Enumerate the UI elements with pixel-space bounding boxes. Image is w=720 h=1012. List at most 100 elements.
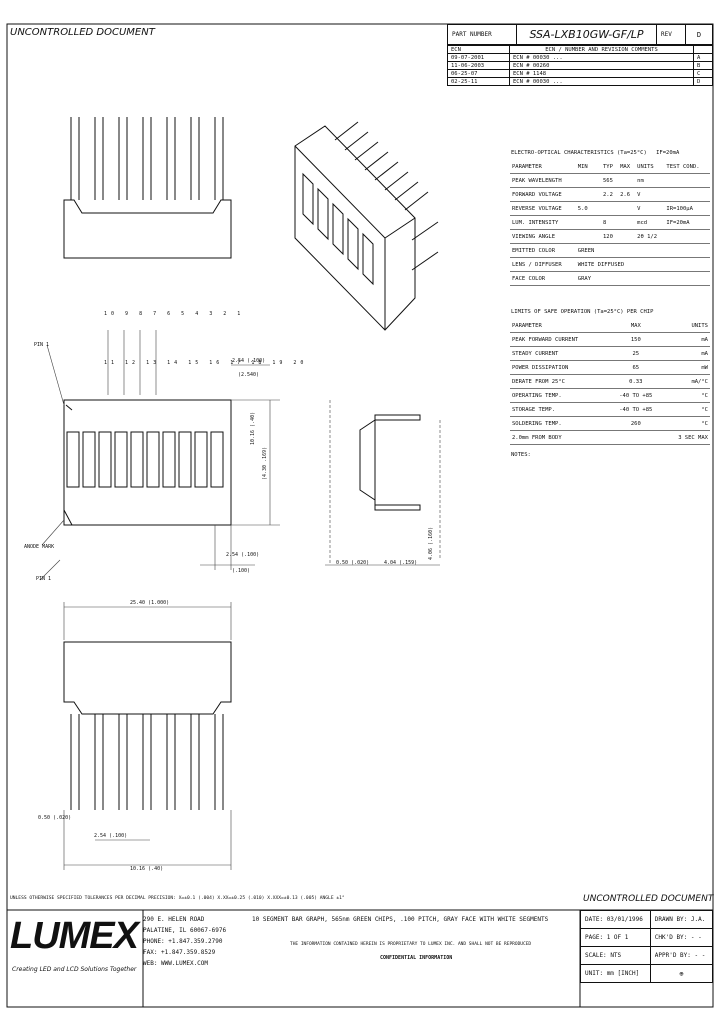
pin-label: 19 [272,360,287,366]
pin-label: 15 [188,360,203,366]
dim-lead-length: 4.06 (.160) [428,526,434,560]
dim-pitch-inch: (2.540) [238,372,260,378]
part-description: 10 SEGMENT BAR GRAPH, 565nm GREEN CHIPS,… [252,916,549,923]
header-cell: PARAMETER [510,319,610,333]
cell: 5.0 [575,201,601,216]
dim-pitch: 2.54 (.100) [232,358,266,364]
isometric-view [294,121,439,331]
cell: 150 [609,332,663,347]
cell: FORWARD VOLTAGE [510,187,576,202]
dim-span: 10.16 (.40) [130,866,164,872]
pin-label: 6 [167,311,175,317]
electrical-title: ELECTRO-OPTICAL CHARACTERISTICS (Ta=25°C… [511,150,679,156]
sheet-border [6,23,714,1008]
dim-offset-inch: (.100) [232,568,251,574]
rev-label: REV [656,24,686,45]
pin-label: 17 [230,360,245,366]
pin-label: 18 [251,360,266,366]
ratings-header-row: PARAMETER MAX UNITS [510,319,710,333]
pin-label: 5 [181,311,189,317]
header-cell: UNITS [662,319,710,333]
dim-height: 10.16 (.40) [250,411,256,445]
electrical-table: PARAMETER MIN TYP MAX UNITS TEST COND. P… [510,160,710,286]
dim-depth: 4.04 (.159) [384,560,418,566]
tolerance-note: UNLESS OTHERWISE SPECIFIED TOLERANCES PE… [10,896,345,901]
cell: 2.6 [618,187,636,202]
cell: °C [662,402,710,417]
rev-cell: ECN # 1148 [509,69,694,78]
address-line: PALATINE, IL 60067-6976 [143,927,227,934]
rev-header-letter [693,45,713,54]
cell [575,187,601,202]
pin-label: 14 [167,360,182,366]
part-number: SSA-LXB10GW-GF/LP [516,24,657,45]
unit-label: UNIT: [585,970,604,977]
date-cell: DATE: 03/01/1996 [580,910,651,929]
cell: LENS / DIFFUSER [510,257,576,272]
uncontrolled-label-top: UNCONTROLLED DOCUMENT [10,27,155,38]
ratings-table: PARAMETER MAX UNITS PEAK FORWARD CURRENT… [510,319,710,445]
address-line: WEB: WWW.LUMEX.COM [143,960,209,967]
address-line: FAX: +1.847.359.8529 [143,949,216,956]
pin-label: 12 [125,360,140,366]
table-row: 2.0mm FROM BODY 3 SEC MAX [510,430,710,445]
cell: SOLDERING TEMP. [510,416,610,431]
drawn-cell: DRAWN BY: J.A. [649,910,714,929]
cell [635,243,665,258]
cell: 2θ 1/2 [635,229,665,244]
header-cell: TYP [601,160,619,174]
part-number-label: PART NUMBER [447,24,517,45]
cell: WHITE DIFFUSED [575,257,710,272]
cell: 2.2 [601,187,619,202]
scale-label: SCALE: [585,952,607,959]
dim-offset: 2.54 (.100) [226,552,260,558]
cell: REVERSE VOLTAGE [510,201,576,216]
side-view-top [63,117,232,259]
cell: V [635,201,665,216]
cell: STORAGE TEMP. [510,402,610,417]
cell: 3 SEC MAX [662,430,710,445]
address-block: 290 E. HELEN ROAD PALATINE, IL 60067-697… [143,914,226,969]
address-line: PHONE: +1.847.359.2790 [143,938,223,945]
checked-label: CHK'D BY: [654,934,688,941]
drawn-value: J.A. [690,916,706,923]
title-block: DATE: 03/01/1996 DRAWN BY: J.A. PAGE: 1 … [580,910,714,983]
dim-lead-thick: 0.50 (.020) [38,815,72,821]
header-cell: TEST COND. [664,160,710,174]
revision-row: 11-06-2003 ECN # 00260 B [447,61,713,70]
header-cell: MAX [618,160,636,174]
cell: -40 TO +85 [609,402,663,417]
date-value: 03/01/1996 [606,916,643,923]
pin1-label: PIN 1 [34,342,50,348]
drawn-label: DRAWN BY: [654,916,688,923]
front-view [63,399,232,526]
pin-label: 3 [209,311,217,317]
pin-label: 2 [223,311,231,317]
cell: mcd [635,215,665,230]
unit-cell: UNIT: mm [INCH] [580,964,651,983]
pin-label: 13 [146,360,161,366]
approved-cell: APPR'D BY: - - [649,946,714,965]
scale-cell: SCALE: NTS [580,946,651,965]
cell [618,243,636,258]
cell: OPERATING TEMP. [510,388,610,403]
cell [618,215,636,230]
dim-pitch-bottom: 2.54 (.100) [94,833,128,839]
unit-value: mm [INCH] [606,970,640,977]
cell: mA [662,346,710,361]
revision-row: 02-25-11 ECN # 00030 ... D [447,77,713,86]
cell: 2.0mm FROM BODY [510,430,610,445]
cell: V [635,187,665,202]
cell [575,215,601,230]
uncontrolled-label-bottom: UNCONTROLLED DOCUMENT [583,894,714,904]
cell: 65 [609,360,663,375]
notes-label: NOTES: [511,452,531,458]
cell: IR=100µA [664,201,710,216]
checked-cell: CHK'D BY: - - [649,928,714,947]
cell: mA [662,332,710,347]
